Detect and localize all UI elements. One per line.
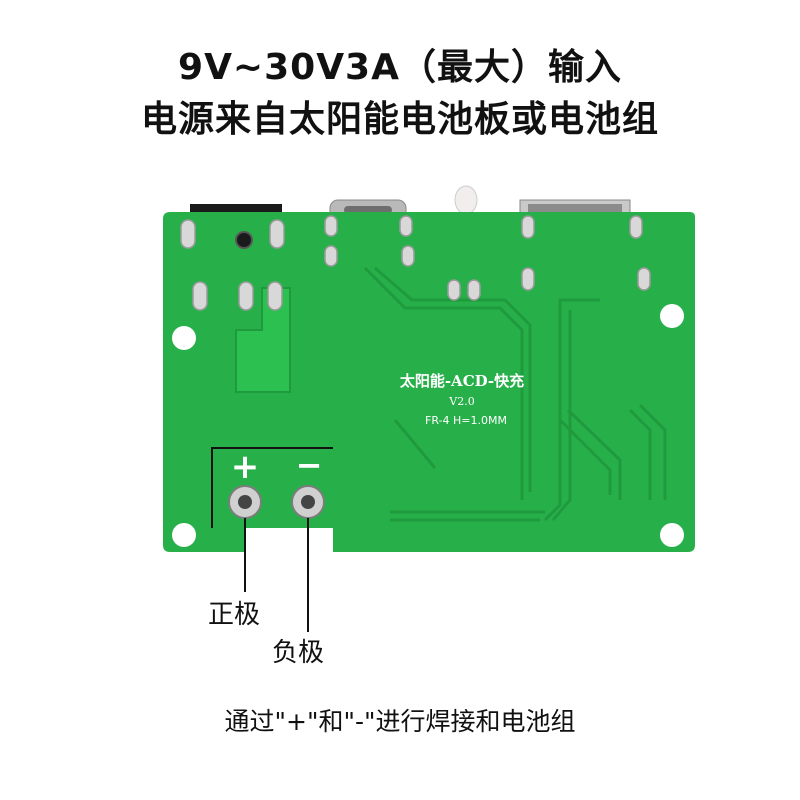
usb-a-port-opening <box>528 204 622 212</box>
copper-pour-area <box>235 287 291 393</box>
title-line-2: 电源来自太阳能电池板或电池组 <box>140 99 659 140</box>
pcb-traces <box>363 266 667 522</box>
negative-pad-hole <box>301 495 315 509</box>
mount-hole <box>660 304 684 328</box>
caption-text: 通过"+"和"-"进行焊接和电池组 <box>224 707 576 736</box>
title-line-1: 9V~30V3A（最大）输入 <box>178 47 622 88</box>
mount-hole <box>172 326 196 350</box>
terminal-outline <box>211 447 333 528</box>
negative-label: 负极 <box>272 638 325 668</box>
solder-pads <box>180 215 651 311</box>
mount-hole <box>660 523 684 547</box>
silk-minus-symbol: − <box>296 446 323 484</box>
mount-hole <box>172 523 196 547</box>
positive-pad-hole <box>238 495 252 509</box>
positive-label: 正极 <box>208 600 261 630</box>
silk-plus-symbol: + <box>231 447 260 487</box>
silk-title: 太阳能-ACD-快充 <box>400 372 524 390</box>
pcb-substrate <box>163 212 695 552</box>
silk-spec: FR-4 H=1.0MM <box>425 414 507 427</box>
led-component <box>454 185 478 215</box>
black-via <box>235 231 253 249</box>
silk-version: V2.0 <box>448 395 474 408</box>
